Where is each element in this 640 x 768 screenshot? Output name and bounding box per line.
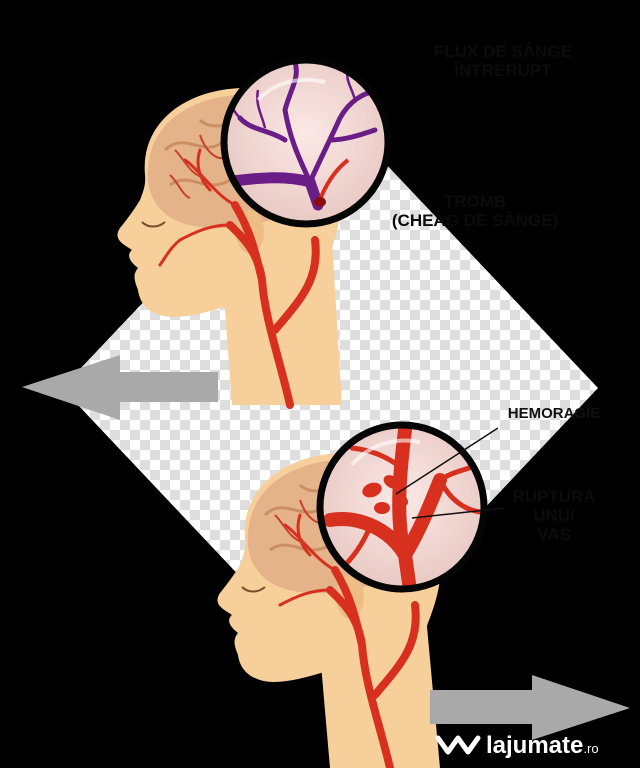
- right-arrow: [430, 675, 630, 740]
- watermark-brand: lajumate: [486, 732, 584, 759]
- label-tromb-line2: (CHEAG DE SÂNGE): [391, 211, 559, 230]
- watermark-tld: .ro: [583, 741, 599, 756]
- label-hemoragie: HEMORAGIE: [484, 404, 624, 423]
- hemorrhage-leader: [395, 427, 499, 495]
- label-flux-line1: FLUX DE SÂNGE: [434, 42, 572, 61]
- label-ruptura-line1: RUPTURA: [512, 487, 596, 506]
- label-ruptura-line2: UNUI: [533, 506, 575, 525]
- hemorrhage-spots: [362, 475, 409, 514]
- magnifier-clot: [220, 56, 392, 228]
- left-arrow: [22, 355, 218, 420]
- label-tromb: TROMB (CHEAG DE SÂNGE): [364, 192, 586, 230]
- label-flux: FLUX DE SÂNGE ÎNTRERUPT: [414, 42, 592, 80]
- label-ruptura-line3: VAS: [537, 525, 571, 544]
- watermark: lajumate.ro: [486, 732, 599, 760]
- label-tromb-line1: TROMB: [443, 192, 507, 211]
- label-flux-line2: ÎNTRERUPT: [454, 61, 552, 80]
- lajumate-logo-icon: [435, 735, 481, 755]
- rupture-leader: [411, 507, 506, 519]
- label-ruptura: RUPTURA UNUI VAS: [506, 487, 602, 544]
- label-hemoragie-text: HEMORAGIE: [507, 405, 601, 422]
- clot-mark: [314, 197, 326, 207]
- magnifier-hemorrhage: [316, 421, 488, 593]
